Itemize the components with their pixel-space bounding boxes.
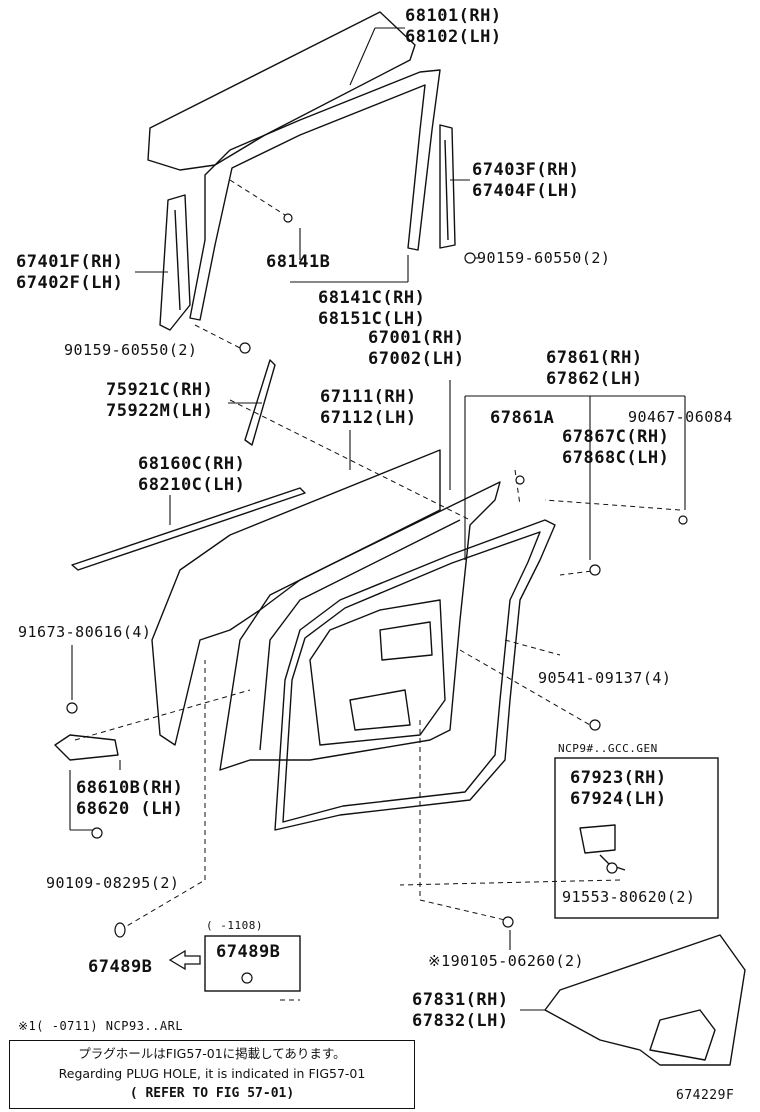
label-67401f: 67401F(RH)67402F(LH): [16, 252, 124, 293]
plug-hole-box: [204, 935, 301, 992]
label-67111: 67111(RH)67112(LH): [320, 387, 417, 428]
label-67831: 67831(RH)67832(LH): [412, 990, 509, 1031]
label-67489b-box: 67489B: [216, 942, 281, 962]
label-68160c: 68160C(RH)68210C(LH): [138, 454, 246, 495]
label-67867c: 67867C(RH)67868C(LH): [562, 427, 670, 468]
belt-moulding: [71, 487, 306, 571]
outer-garnish: [244, 359, 276, 446]
label-68101: 68101(RH)68102(LH): [405, 6, 502, 47]
door-shell: [219, 481, 501, 771]
note-line-jp: プラグホールはFIG57-01に掲載してあります。: [78, 1046, 346, 1061]
label-90159-b: 90159-60550(2): [64, 341, 198, 359]
door-check: [54, 734, 119, 761]
ncp9-box: [554, 757, 719, 919]
label-91553: 91553-80620(2): [562, 888, 696, 906]
label-67001: 67001(RH)67002(LH): [368, 328, 465, 369]
label-90467: 90467-06084: [628, 408, 733, 426]
label-67861a: 67861A: [490, 408, 555, 428]
arrow-icon: [168, 949, 201, 971]
label-68141c: 68141C(RH)68151C(LH): [318, 288, 426, 329]
label-range-1108: ( -1108): [206, 919, 263, 932]
note-line-ref: ( REFER TO FIG 57-01): [129, 1086, 295, 1101]
label-90109: 90109-08295(2): [46, 874, 180, 892]
label-68141b: 68141B: [266, 252, 331, 272]
label-foot-note: ※1( -0711) NCP93..ARL: [18, 1019, 184, 1033]
label-67489b: 67489B: [88, 957, 153, 977]
label-90105: ※190105-06260(2): [428, 952, 585, 970]
label-67861: 67861(RH)67862(LH): [546, 348, 643, 389]
label-90159-a: 90159-60550(2): [477, 249, 611, 267]
label-ncp9-note: NCP9#..GCC.GEN: [558, 742, 658, 755]
weatherstrip: [274, 519, 556, 831]
label-67403f: 67403F(RH)67404F(LH): [472, 160, 580, 201]
front-division-bar: [159, 194, 191, 331]
figure-id: 674229F: [676, 1088, 735, 1103]
label-67923: 67923(RH)67924(LH): [570, 768, 667, 809]
label-90541: 90541-09137(4): [538, 669, 672, 687]
door-glass: [147, 11, 416, 171]
glass-run: [189, 69, 441, 321]
rear-division-bar: [439, 124, 456, 249]
label-91673: 91673-80616(4): [18, 623, 152, 641]
door-trim: [544, 934, 746, 1066]
label-75921c: 75921C(RH)75922M(LH): [106, 380, 214, 421]
note-line-en: Regarding PLUG HOLE, it is indicated in …: [58, 1066, 366, 1081]
label-68610b: 68610B(RH)68620 (LH): [76, 778, 184, 819]
plug-hole-note: プラグホールはFIG57-01に掲載してあります。 Regarding PLUG…: [9, 1040, 415, 1109]
